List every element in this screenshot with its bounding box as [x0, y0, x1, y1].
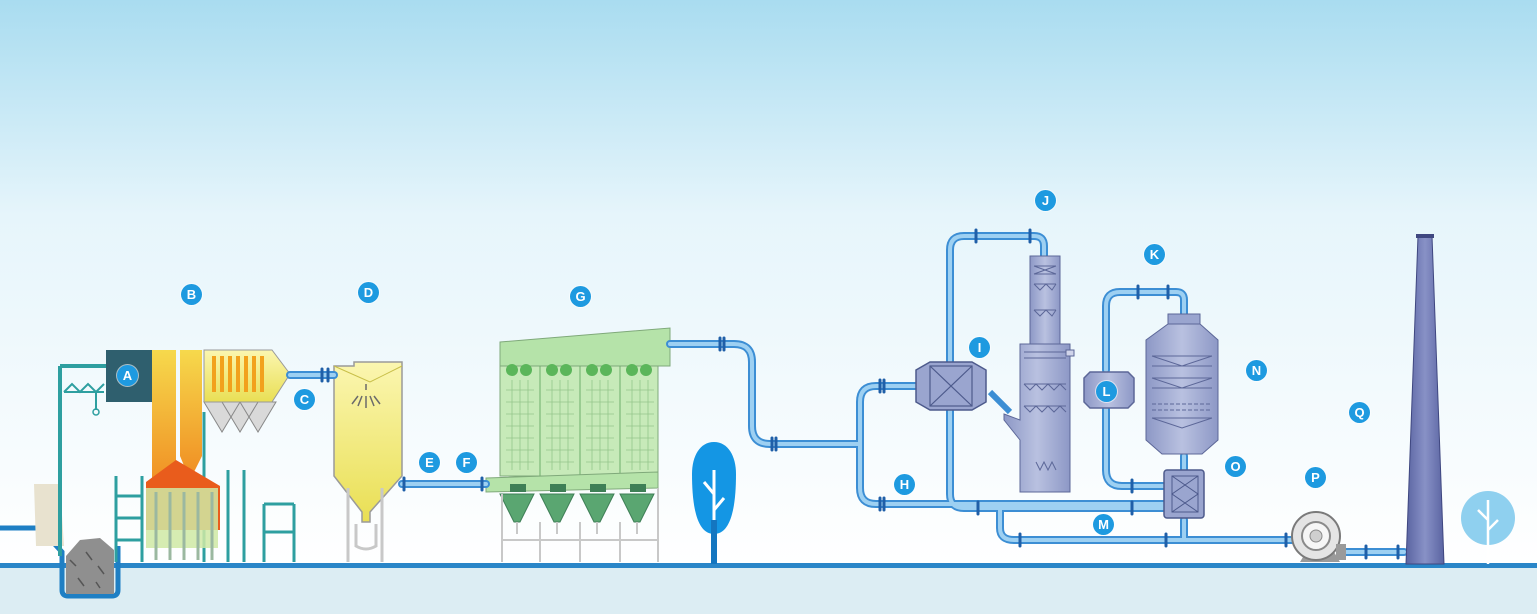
- callout-label-h[interactable]: H: [894, 474, 915, 495]
- spray-reactor: [333, 361, 403, 562]
- callout-label-j[interactable]: J: [1035, 190, 1056, 211]
- scrubber-tower: [1003, 255, 1075, 493]
- flue-gas-ducts: [286, 228, 1408, 560]
- callout-label-m[interactable]: M: [1093, 514, 1114, 535]
- callout-label-n[interactable]: N: [1246, 360, 1267, 381]
- callout-label-o[interactable]: O: [1225, 456, 1246, 477]
- ground-line: [0, 563, 1537, 568]
- callout-label-d[interactable]: D: [358, 282, 379, 303]
- callout-label-c[interactable]: C: [294, 389, 315, 410]
- reactor-tower: [1145, 313, 1219, 455]
- tree-left: [692, 442, 736, 564]
- callout-label-q[interactable]: Q: [1349, 402, 1370, 423]
- boiler: [106, 349, 296, 562]
- callout-label-f[interactable]: F: [456, 452, 477, 473]
- callout-label-e[interactable]: E: [419, 452, 440, 473]
- callout-label-p[interactable]: P: [1305, 467, 1326, 488]
- callout-label-k[interactable]: K: [1144, 244, 1165, 265]
- chimney-stack: [1405, 234, 1445, 565]
- induced-draft-fan: [1291, 511, 1346, 562]
- tree-right: [1461, 491, 1515, 564]
- baghouse: [485, 327, 671, 562]
- sky-background: [0, 0, 1537, 566]
- ground: [0, 566, 1537, 614]
- mixer-unit: [1163, 469, 1205, 519]
- heat-exchanger: [915, 361, 1013, 415]
- callout-label-g[interactable]: G: [570, 286, 591, 307]
- callout-label-a[interactable]: A: [117, 365, 138, 386]
- fuel-bunker: [0, 364, 121, 599]
- callout-label-l[interactable]: L: [1096, 381, 1117, 402]
- callout-label-i[interactable]: I: [969, 337, 990, 358]
- callout-label-b[interactable]: B: [181, 284, 202, 305]
